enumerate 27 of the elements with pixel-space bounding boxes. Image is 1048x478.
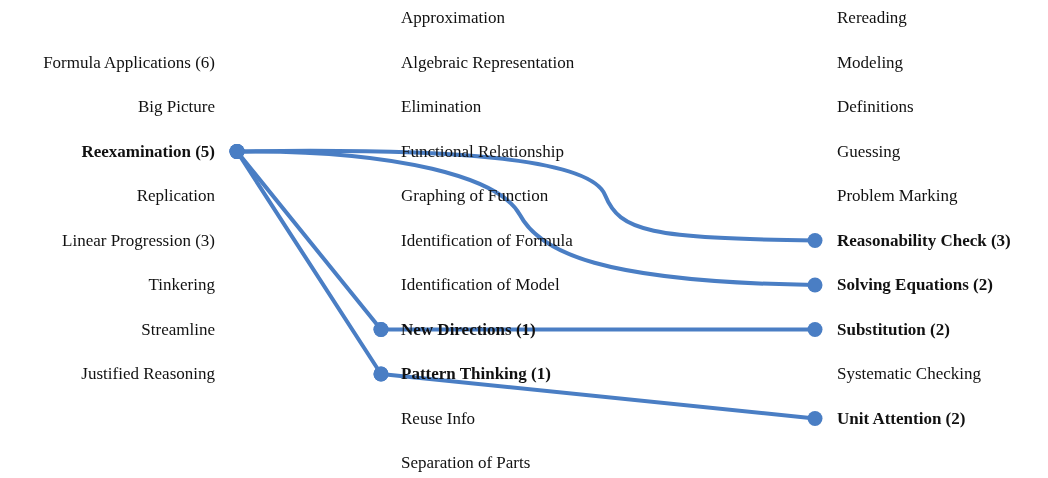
node-label: Rereading: [837, 7, 907, 29]
node-label: Modeling: [837, 51, 904, 74]
node-label: Reexamination (5): [81, 140, 215, 163]
node-label: Replication: [136, 185, 215, 207]
node-label: Identification of Model: [401, 274, 560, 296]
node-label: Big Picture: [138, 96, 215, 118]
node-label: Approximation: [401, 7, 505, 29]
node-label: Streamline: [141, 318, 215, 341]
node-label: Solving Equations (2): [837, 274, 993, 296]
node-label: Guessing: [837, 140, 901, 163]
connector-line: [373, 322, 823, 337]
node-label: Formula Applications (6): [43, 51, 215, 74]
node-label: Reasonability Check (3): [837, 229, 1011, 252]
node-label: Definitions: [837, 96, 914, 118]
node-label: Reuse Info: [401, 407, 476, 430]
node-label: Justified Reasoning: [81, 363, 215, 385]
node-label: Linear Progression (3): [62, 229, 215, 252]
node-label: Problem Marking: [837, 185, 958, 207]
node-label: New Directions (1): [401, 318, 536, 341]
node-label: Systematic Checking: [837, 363, 981, 385]
node-label: Substitution (2): [837, 318, 950, 341]
connector-line: [373, 366, 823, 426]
node-label: Separation of Parts: [401, 452, 531, 474]
node-label: Unit Attention (2): [837, 407, 966, 430]
node-label: Elimination: [401, 96, 482, 118]
node-label: Tinkering: [148, 274, 215, 296]
node-label: Algebraic Representation: [401, 51, 575, 74]
